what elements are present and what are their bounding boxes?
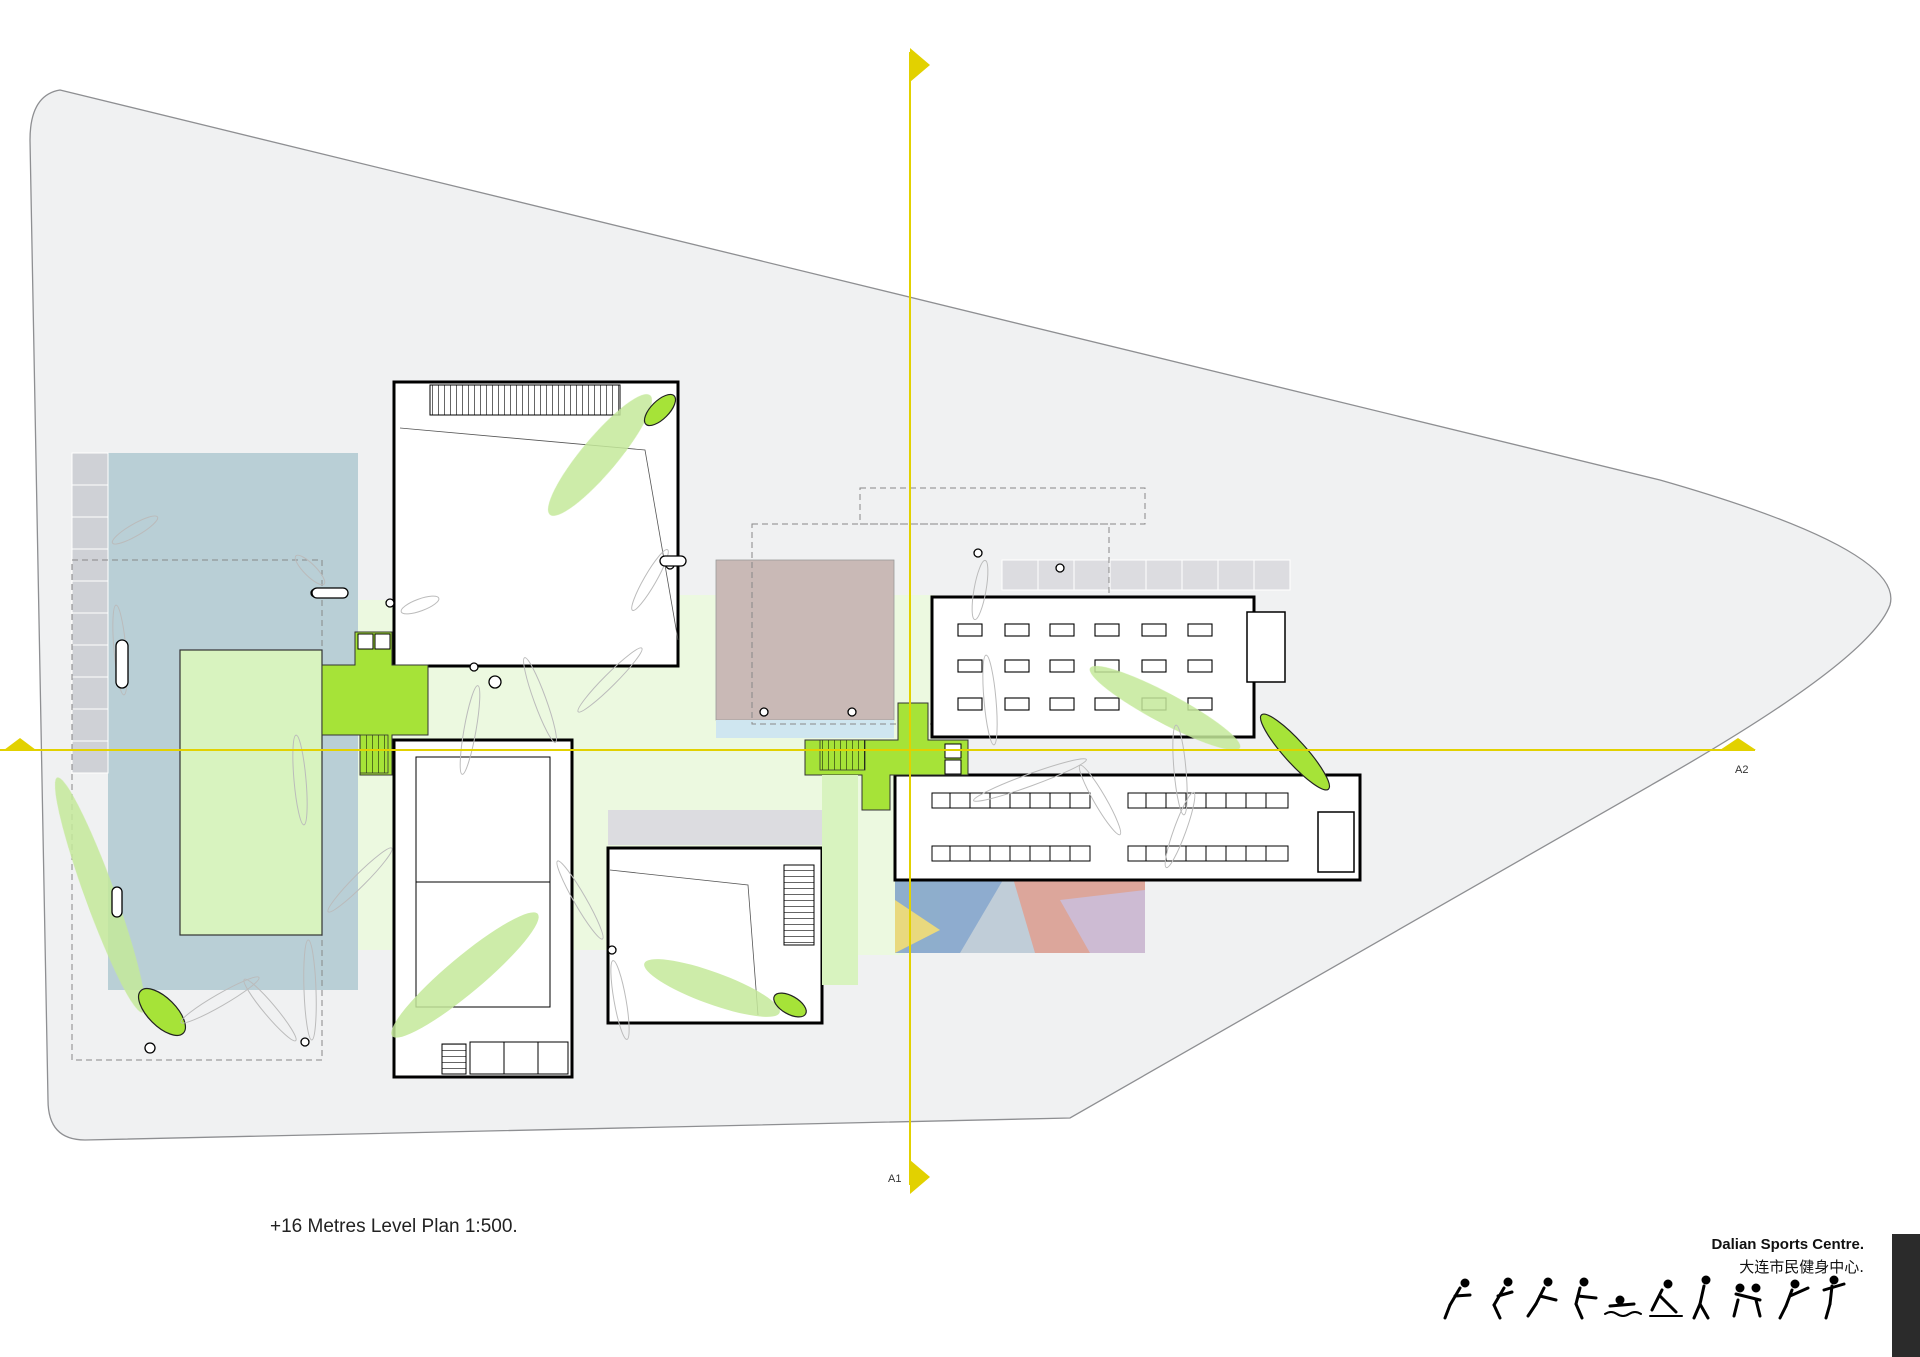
section-line-a1 xyxy=(909,48,930,1194)
basketball-icon xyxy=(1692,1275,1711,1320)
ramp-link xyxy=(822,775,858,985)
side-tab xyxy=(1892,1234,1920,1357)
water-strip xyxy=(716,720,894,738)
section-line-a2 xyxy=(0,738,1756,751)
movement-traces xyxy=(111,515,1196,1042)
play-court-colored xyxy=(895,868,1145,953)
column-markers xyxy=(144,548,1065,1054)
section-label-a2: A2 xyxy=(1735,764,1748,776)
pool-deck-tiles xyxy=(71,452,109,774)
activity-ovals xyxy=(54,394,1241,1038)
pill-markers xyxy=(111,555,687,918)
plan-title: +16 Metres Level Plan 1:500. xyxy=(270,1216,518,1237)
tennis-icon xyxy=(1492,1277,1514,1320)
building-east-upper xyxy=(930,595,1286,739)
fencing-icon xyxy=(1574,1277,1598,1320)
sport-pictograms xyxy=(1443,1275,1846,1320)
stone-tile-strip-top xyxy=(1001,559,1291,591)
green-field xyxy=(179,649,323,936)
circulation-core-west xyxy=(321,631,429,776)
stone-tile-strip-mid xyxy=(608,810,823,845)
terrace-hatched xyxy=(715,559,895,721)
gymnastics-icon xyxy=(1649,1279,1683,1317)
project-name: Dalian Sports Centre. xyxy=(1711,1236,1864,1253)
activity-ovals-strong xyxy=(137,393,1331,1037)
badminton-icon xyxy=(1443,1278,1472,1320)
swimming-icon xyxy=(1604,1295,1642,1317)
running-icon xyxy=(1526,1277,1558,1318)
ballet-icon xyxy=(1822,1275,1846,1320)
building-east-lower xyxy=(893,773,1362,882)
archery-icon xyxy=(1778,1279,1810,1320)
project-name-chinese: 大连市民健身中心. xyxy=(1739,1258,1864,1276)
wrestling-icon xyxy=(1732,1283,1762,1318)
section-label-a1: A1 xyxy=(888,1173,901,1185)
